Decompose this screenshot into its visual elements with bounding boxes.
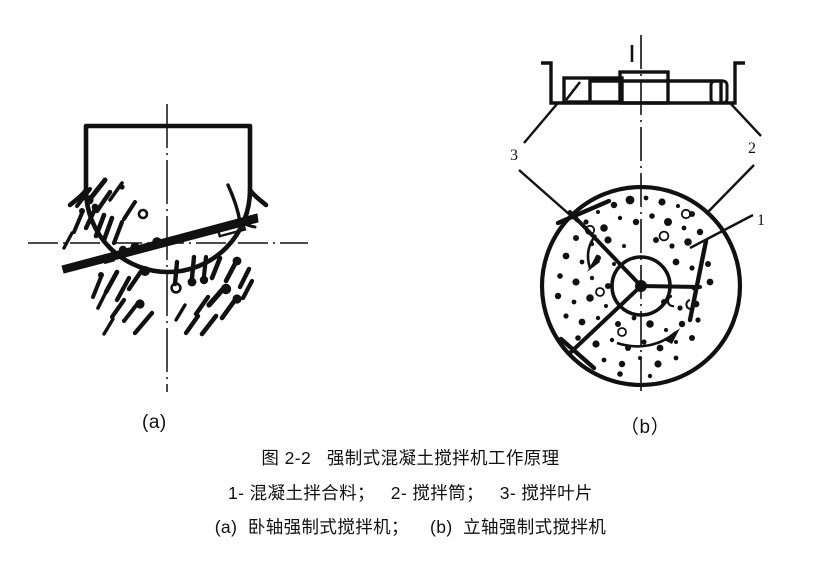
diagram-b-vertical-shaft-mixer bbox=[518, 35, 762, 396]
rotation-arrow-head-b-1 bbox=[587, 254, 600, 272]
machinery-motor-block-b bbox=[562, 76, 624, 104]
rotation-arrow-arc-b-1 bbox=[586, 234, 598, 269]
aggregate-marks-a-upper-left bbox=[62, 177, 149, 250]
shaft-node-a-1 bbox=[118, 245, 128, 255]
mixing-pan-outline-b bbox=[539, 184, 743, 388]
aggregate-marks-a-lower-right bbox=[170, 254, 255, 337]
rotation-arrow-head-b-2 bbox=[664, 328, 680, 344]
drum-outline-a bbox=[83, 123, 253, 190]
machinery-motor-diagonal-b bbox=[564, 81, 582, 101]
subfigure-label-b: （b） bbox=[620, 417, 671, 438]
callout-label-3: 3 bbox=[510, 147, 518, 164]
leader-line-1-b bbox=[689, 213, 754, 250]
shaft-hub-a-2 bbox=[142, 241, 154, 253]
blade-sweep-a-2 bbox=[236, 218, 257, 229]
mixing-blade-b-3 bbox=[558, 336, 597, 371]
caption-subfigure-descriptions: (a) 卧轴强制式搅拌机； (b) 立轴强制式搅拌机 bbox=[214, 517, 607, 537]
leader-line-3-upper bbox=[523, 103, 558, 144]
subfigure-label-a: (a) bbox=[142, 412, 167, 433]
machinery-upper-deck-b bbox=[588, 79, 723, 103]
machinery-center-box-b bbox=[618, 70, 670, 105]
mixing-blade-b-1 bbox=[555, 198, 612, 226]
aggregate-field-b bbox=[554, 195, 714, 379]
shaft-hub-a-1 bbox=[102, 252, 116, 265]
machinery-control-box-b bbox=[709, 79, 729, 105]
shaft-node-a-3 bbox=[152, 237, 162, 247]
leader-line-2-upper bbox=[730, 103, 762, 137]
machinery-outer-frame-b bbox=[541, 61, 745, 105]
mixing-blade-b-2 bbox=[687, 238, 709, 323]
mixing-arm-b-1 bbox=[568, 210, 643, 288]
mixing-arm-b-3 bbox=[569, 284, 643, 354]
figure-caption: 图 2-2 强制式混凝土搅拌机工作原理 1- 混凝土拌合料； 2- 搅拌筒； 3… bbox=[0, 448, 821, 537]
caption-title: 图 2-2 强制式混凝土搅拌机工作原理 bbox=[261, 448, 560, 468]
callout-label-2: 2 bbox=[748, 140, 756, 157]
shaft-node-a-2 bbox=[130, 242, 140, 252]
drum-shoulder-right-a bbox=[247, 187, 269, 208]
leader-line-3-lower bbox=[518, 169, 579, 223]
drum-shoulder-left-a bbox=[67, 187, 89, 208]
caption-legend: 1- 混凝土拌合料； 2- 搅拌筒； 3- 搅拌叶片 bbox=[228, 482, 593, 503]
mixing-arm-b-2 bbox=[639, 284, 702, 289]
callout-label-1: 1 bbox=[757, 212, 765, 229]
leader-line-2-lower bbox=[705, 164, 755, 215]
blade-sweep-a-1 bbox=[226, 183, 242, 224]
diagram-a-group bbox=[28, 104, 308, 392]
aggregate-marks-a-lower-left bbox=[91, 266, 155, 336]
